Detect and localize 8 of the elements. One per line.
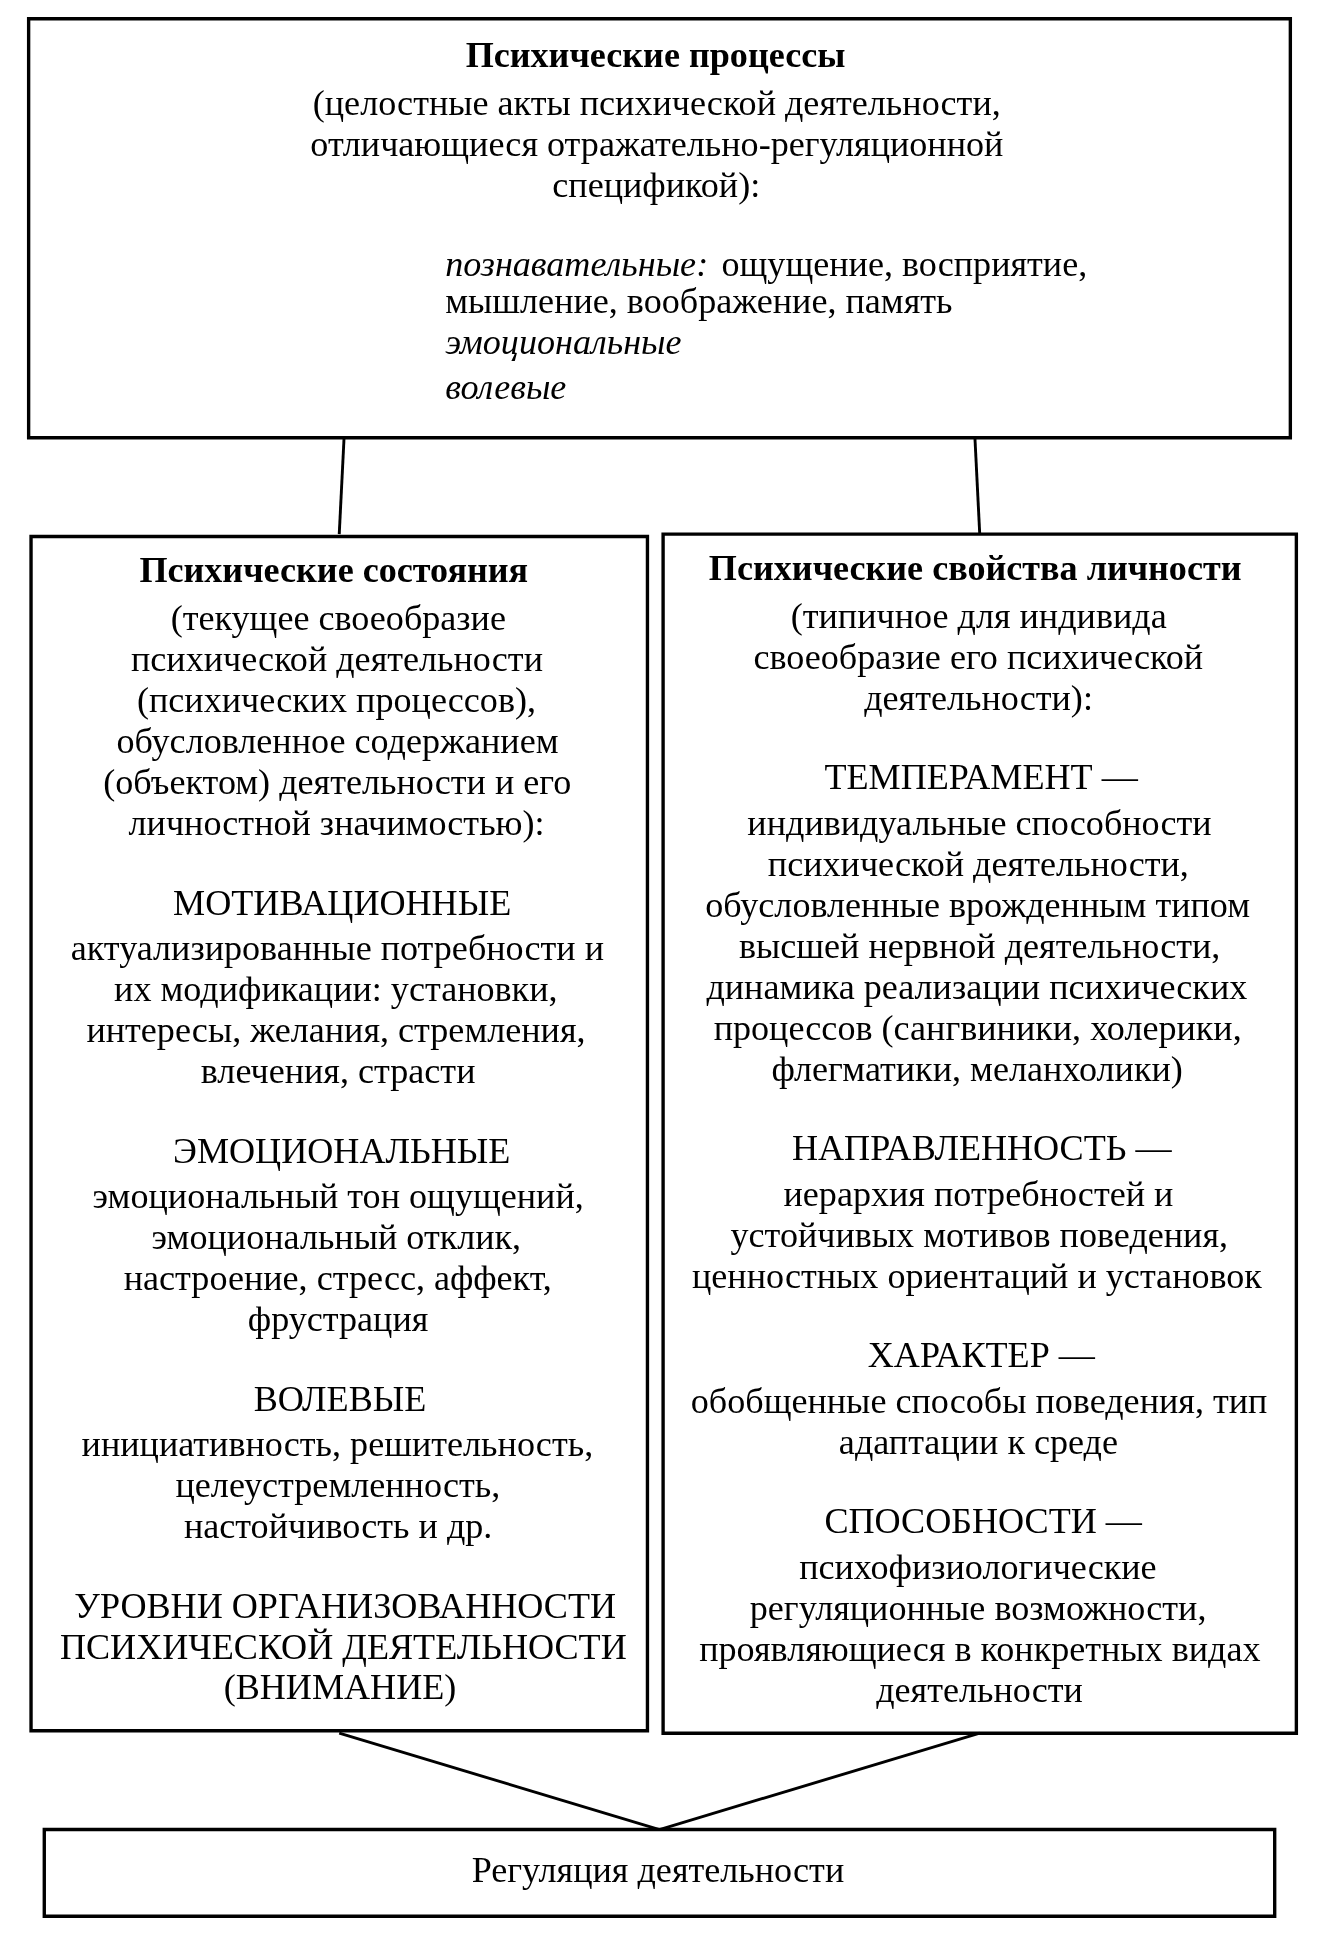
node-box: Психические свойства личности (типичное для индивида своеобразие его психической деятельности): ТЕМПЕРАМЕНТ — индивидуальные способности психической деятельности, обусловленные врожденным типом высшей нервной деятельности, динамика реализации психических процессов (сангвиники, холерики, флегматики, меланхолики) НАПРАВЛЕННОСТЬ — иерархия потребностей и устойчивых мотивов поведения, ценностных ориентаций и установок ХАРАКТЕР — обобщенные способы поведения, тип адаптации к среде СПОСОБНОСТИ — психофизиологические регуляционные возможности, проявляющиеся в конкретных видах деятельности (660, 531, 1298, 1735)
node-box: Психические процессы (целостные акты психической деятельности, отличающиеся отражательно-регуляционной спецификой): познавательные: ощущение, восприятие, мышление, воображение, память эмоциональные волевые (26, 16, 1292, 439)
connector (658, 1731, 980, 1831)
node-box: Психические состояния (текущее своеобразие психической деятельности (психических процессов), обусловленное содержанием (объектом) деятельности и его личностной значимостью): МОТИВАЦИОННЫЕ актуализированные потребности и их модификации: установки, интересы, желания, стремления, влечения, страсти ЭМОЦИОНАЛЬНЫЕ эмоциональный тон ощущений, эмоциональный отклик, настроение, стресс, аффект, фрустрация ВОЛЕВЫЕ инициативность, решительность, целеустремленность, настойчивость и др. УРОВНИ ОРГАНИЗОВАННОСТИ ПСИХИЧЕСКОЙ ДЕЯТЕЛЬНОСТИ (ВНИМАНИЕ) (28, 534, 649, 1732)
connector (338, 1731, 660, 1831)
connector (972, 437, 981, 534)
node-box: Регуляция деятельности (42, 1827, 1276, 1918)
connector (337, 437, 345, 534)
